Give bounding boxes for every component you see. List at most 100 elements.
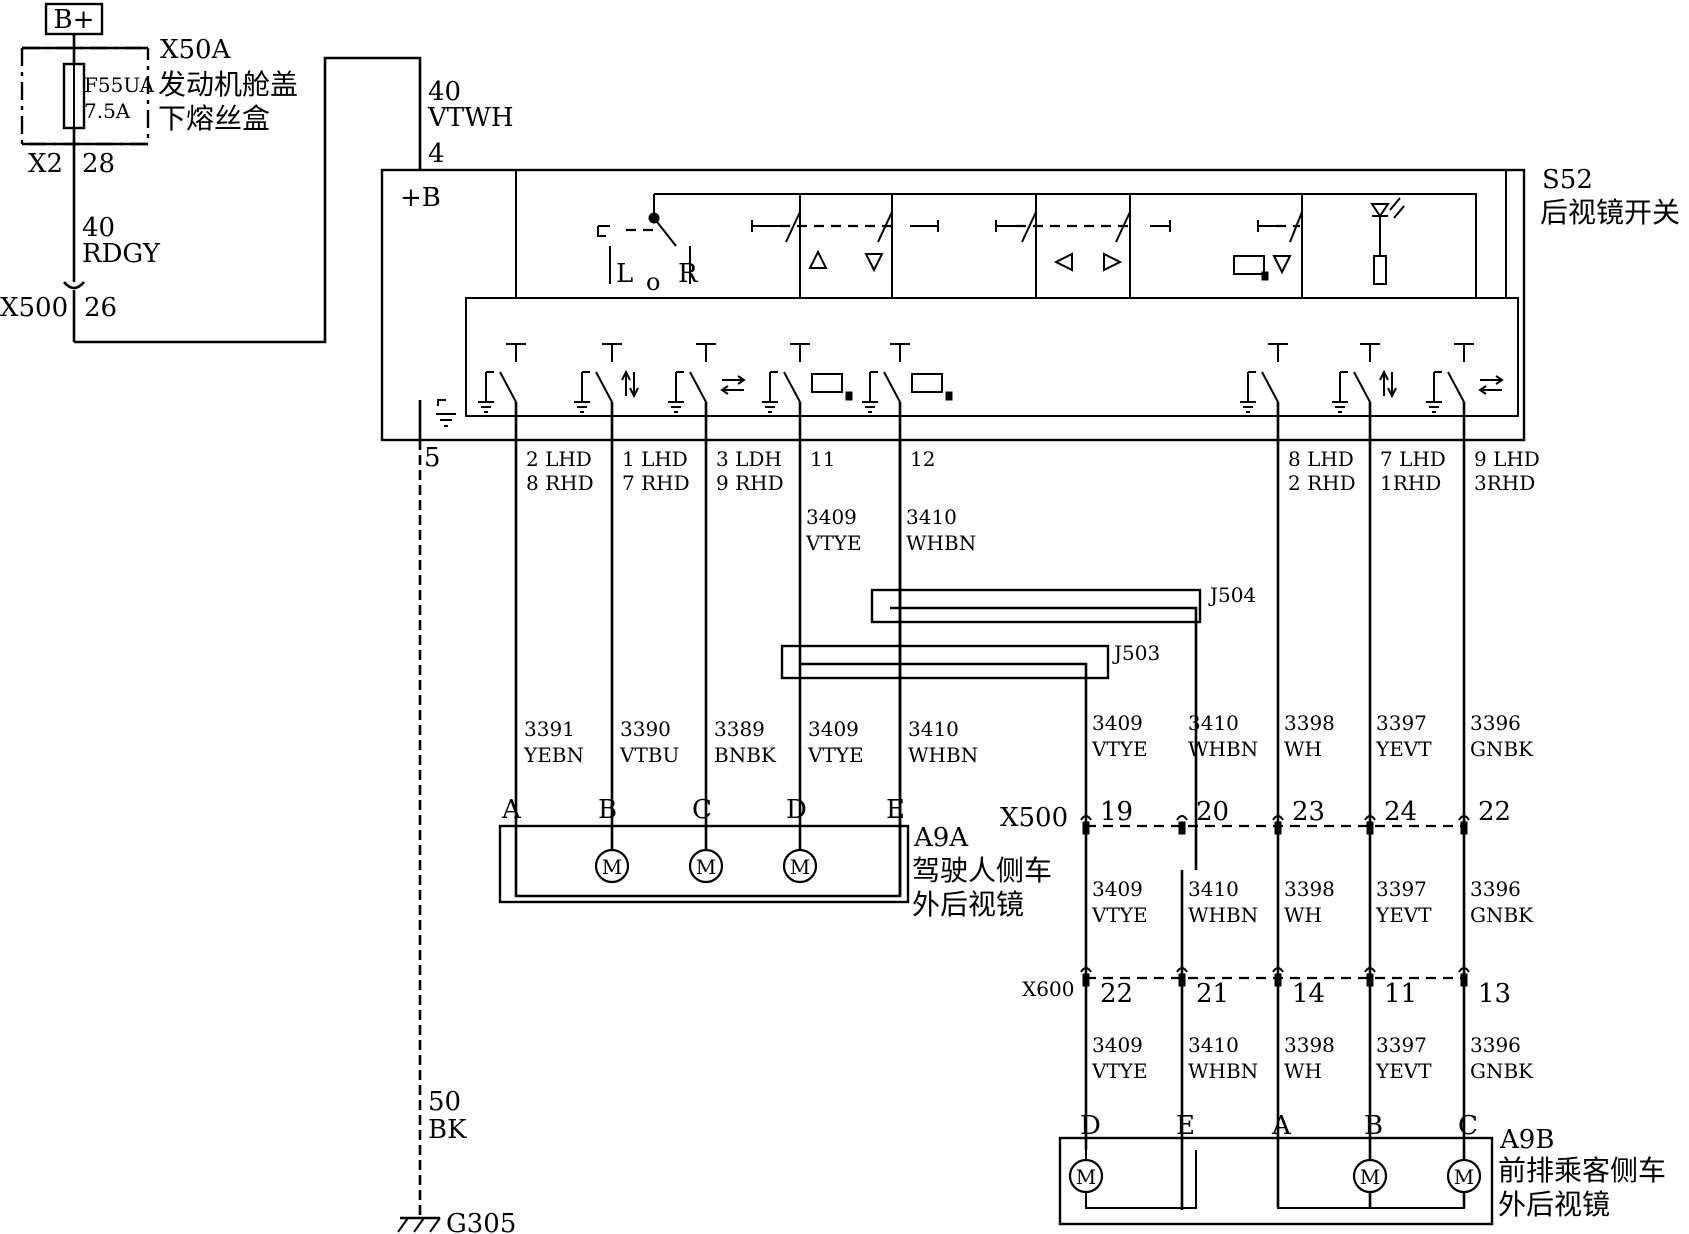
passenger-mirror-housing [1058,1136,1494,1226]
passenger-wire-circuit: 3398 [1284,711,1335,735]
passenger-wire-color: WH [1284,1059,1322,1083]
connector-terminal [1458,815,1470,835]
connector-terminal [1272,815,1284,835]
motor-label: M [790,855,810,879]
switch-housing [380,168,1526,442]
motor-icon: M [1352,1158,1388,1194]
passenger-wire-color: YEVT [1375,903,1432,927]
passenger-wire-circuit: 3396 [1470,877,1521,901]
passenger-wire-color: WHBN [1188,737,1258,761]
passenger-mirror-pin: D [1080,1111,1101,1141]
selector-off: o [646,268,660,296]
driver-mirror-housing [498,824,910,904]
switch-pin-plus-b: 4 [428,139,445,169]
x500-pin: 19 [1100,797,1133,827]
splice-j504 [870,588,1202,624]
x500-pin: 24 [1384,797,1417,827]
switch-contact-4: 11 [762,343,835,471]
connector-terminal [1080,815,1092,835]
connector-terminal [1364,967,1376,987]
passenger-mirror-pin: A [1271,1111,1292,1141]
passenger-wire-color: VTYE [1091,737,1148,761]
contact-direction-icon [621,369,639,399]
contact-direction-icon [1478,375,1504,395]
passenger-mirror-pin: C [1458,1111,1478,1141]
upper-wire-color: WHBN [906,531,976,555]
fuse-id: F55UA [84,73,155,97]
connector-terminal [1364,815,1376,835]
passenger-wire-circuit: 3410 [1188,711,1239,735]
passenger-wire-circuit: 3409 [1092,711,1143,735]
passenger-mirror-id: A9B [1499,1125,1554,1155]
switch-pin-label: 11 [810,447,835,471]
splice-j503-label: J503 [1112,641,1160,665]
wire-rdgy-gauge: 40 [82,213,115,243]
driver-mirror-pin: B [598,795,617,825]
selector-right: R [678,259,699,289]
passenger-wire-color: GNBK [1470,903,1534,927]
passenger-wire-color: WHBN [1188,903,1258,927]
connector-terminal [1272,967,1284,987]
passenger-mirror-pin: E [1176,1111,1195,1141]
down-arrow-icon [864,253,884,273]
ground-pin: 5 [424,443,441,473]
switch-pin-label: 12 [910,447,935,471]
connector-terminal [1458,967,1470,987]
driver-wire-color: VTYE [807,743,864,767]
ground-circuit: 5 50 BK G305 [397,399,516,1234]
driver-mirror-pin: D [786,795,807,825]
switch-pin-label: 2 LHD [526,447,592,471]
upper-wire-color: VTYE [805,531,862,555]
passenger-wire-circuit: 3409 [1092,877,1143,901]
x500-pin: 23 [1292,797,1325,827]
ground-wire-color: BK [428,1115,467,1145]
fuse-box-name-line2: 下熔丝盒 [158,102,270,135]
driver-wire-circuit: 3390 [620,717,671,741]
x500-pin: 22 [1478,797,1511,827]
switch-pin-label: 8 LHD [1288,447,1354,471]
driver-mirror-a9a: A9A 驾驶人侧车 外后视镜 [498,823,1052,921]
passenger-wire-color: WH [1284,903,1322,927]
x500-connector-name: X500 [1000,803,1068,833]
passenger-mirror-name-line2: 外后视镜 [1498,1188,1610,1221]
wire-rdgy-color: RDGY [82,239,161,269]
x500-pin: 26 [84,293,117,323]
driver-wire-color: VTBU [619,743,679,767]
passenger-wire-circuit: 3410 [1188,1033,1239,1057]
wire-vtwh-color: VTWH [427,103,514,133]
connector-x2: X2 [28,149,63,179]
switch-pin-label-alt: 8 RHD [526,471,594,495]
switch-contact-5: 12 [862,343,935,471]
driver-wire-color: WHBN [908,743,978,767]
passenger-wire-color: WHBN [1188,1059,1258,1083]
x600-pin: 14 [1292,979,1325,1009]
wire-labels: 3409VTYE3410WHBN3391YEBN3390VTBU3389BNBK… [501,505,1534,1194]
ground-wire-gauge: 50 [428,1087,461,1117]
motor-label: M [602,855,622,879]
passenger-wire-circuit: 3396 [1470,1033,1521,1057]
b-plus-label: B+ [54,5,95,35]
up-arrow-icon [808,249,828,269]
switch-pin-label-alt: 9 RHD [716,471,784,495]
ground-point: G305 [446,1209,516,1234]
switch-pin-label: 7 LHD [1380,447,1446,471]
switch-pin-label-alt: 1RHD [1380,471,1441,495]
mirror-switch-s52: 4 +B S52 后视镜开关 L o R [380,139,1680,442]
passenger-wire-color: VTYE [1091,1059,1148,1083]
motor-label: M [1454,1165,1474,1189]
driver-wire-circuit: 3391 [524,717,575,741]
switch-name: 后视镜开关 [1540,196,1680,229]
driver-wire-color: BNBK [714,743,777,767]
indicator-resistor [1373,255,1387,285]
passenger-mirror-name-line1: 前排乘客侧车 [1498,1154,1666,1187]
driver-mirror-pin: C [692,795,712,825]
motor-icon: M [594,848,630,884]
ground-symbol-icon [397,1217,441,1233]
mirror-heater-icon [911,373,953,401]
switch-pin-label: 3 LDH [716,447,782,471]
indicator-led-icon [1370,203,1390,218]
